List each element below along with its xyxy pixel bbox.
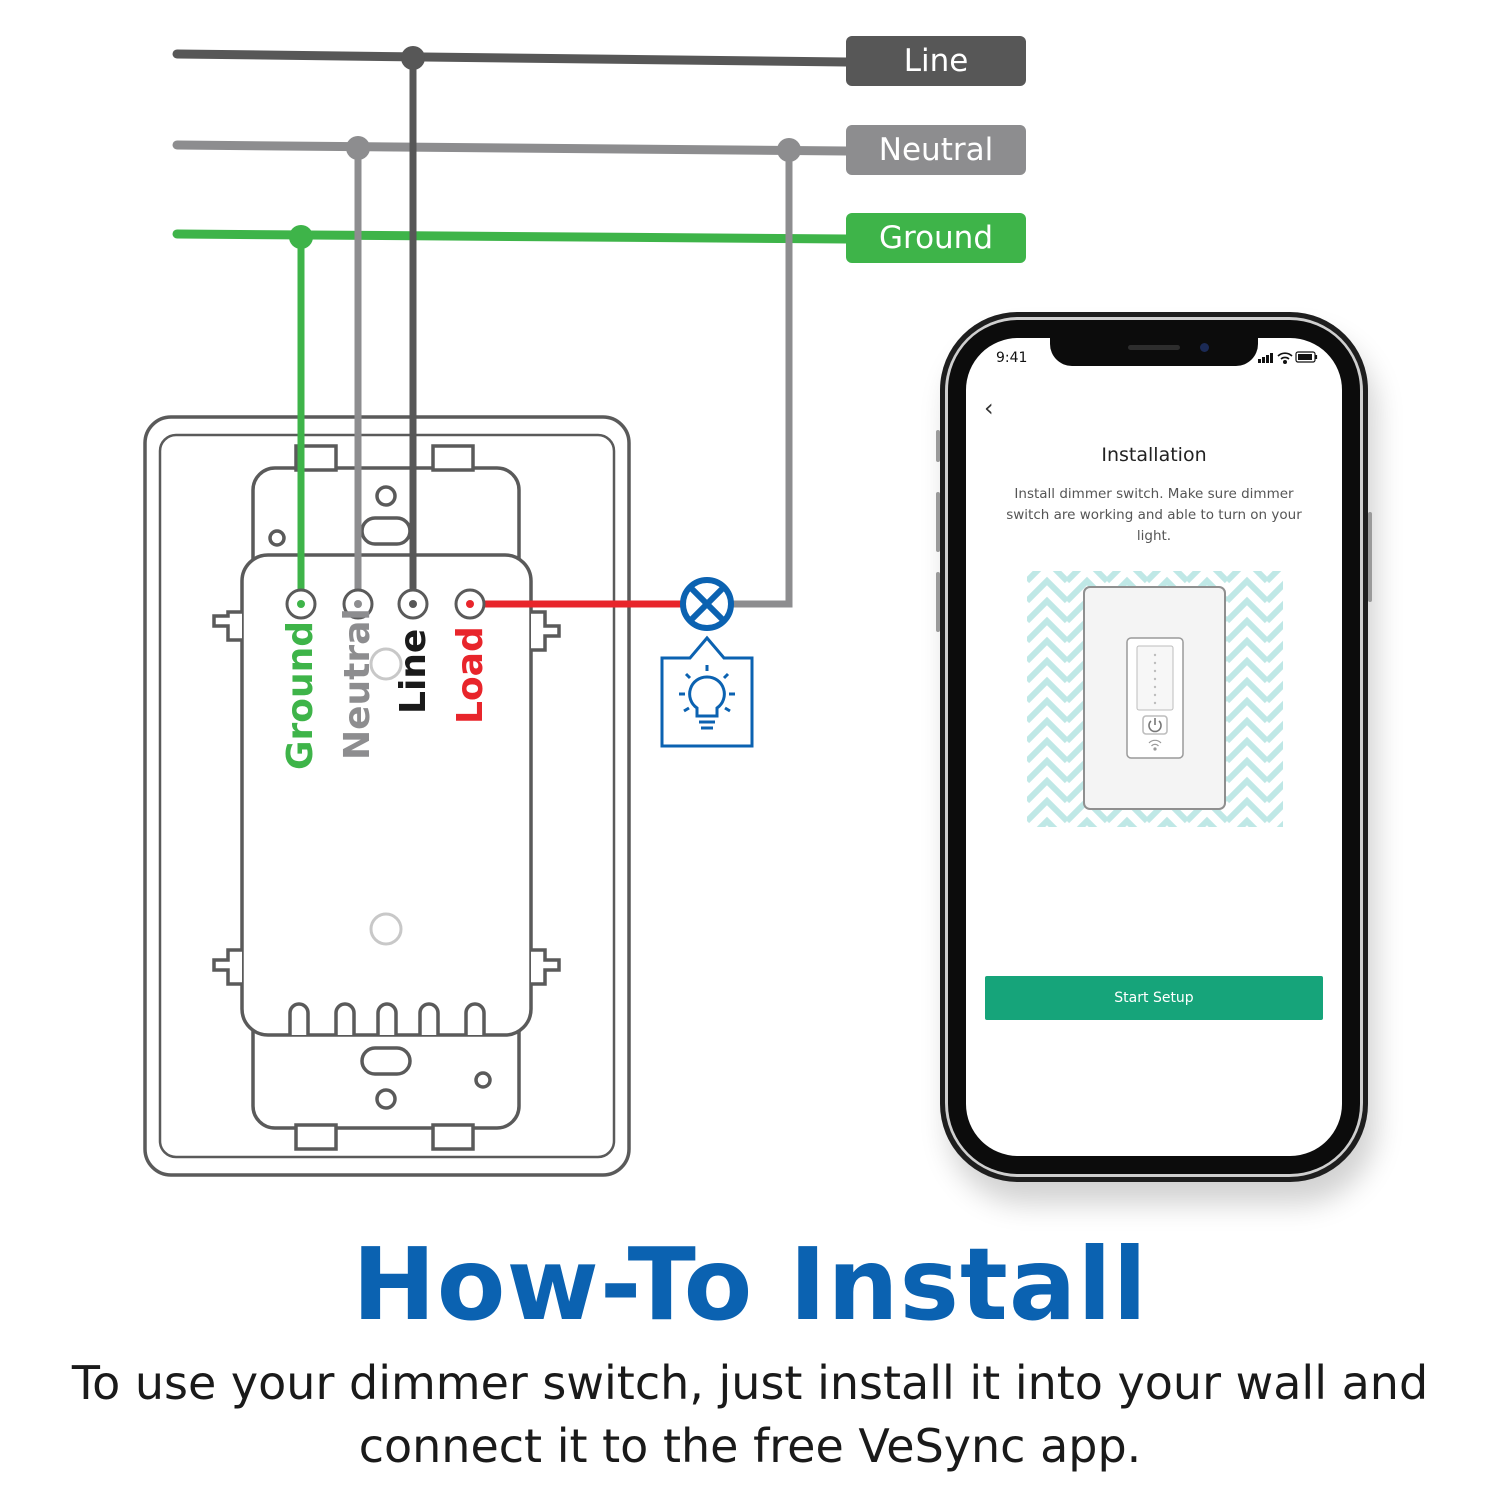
neutral-to-light-wire bbox=[733, 150, 793, 608]
subtitle: To use your dimmer switch, just install … bbox=[71, 1356, 1429, 1473]
switch-body bbox=[212, 553, 561, 1037]
headline: How-To Install bbox=[352, 1226, 1148, 1343]
neutral-tag: Neutral bbox=[846, 125, 1026, 175]
screen-description: Install dimmer switch. Make sure dimmer … bbox=[1006, 486, 1302, 544]
line-tag: Line bbox=[846, 36, 1026, 86]
neutral-junction-dot-2 bbox=[777, 138, 801, 162]
neutral-junction-dot bbox=[346, 136, 370, 160]
dimmer-switch-illustration bbox=[1027, 571, 1283, 827]
ground-junction-dot bbox=[289, 225, 313, 249]
line-terminal-label: Line bbox=[393, 628, 434, 714]
line-wire bbox=[172, 49, 851, 67]
neutral-terminal-label: Neutral bbox=[337, 608, 378, 760]
bulb-icon bbox=[660, 635, 754, 748]
battery-icon bbox=[1295, 351, 1318, 363]
ground-wire bbox=[172, 229, 851, 244]
smartphone: 9:41 ‹ Installation Install dimmer switc… bbox=[936, 312, 1372, 1182]
ground-terminal-label: Ground bbox=[280, 620, 321, 770]
phone-notch bbox=[1050, 338, 1258, 366]
status-icons bbox=[1258, 351, 1318, 365]
wifi-icon bbox=[1277, 352, 1293, 365]
wall-plate bbox=[143, 415, 631, 1177]
screen-title: Installation bbox=[1101, 444, 1207, 466]
chevron-left-icon[interactable]: ‹ bbox=[984, 394, 994, 422]
start-setup-button[interactable]: Start Setup bbox=[985, 976, 1323, 1020]
wifi-icon bbox=[1148, 739, 1162, 751]
line-junction-dot bbox=[401, 46, 425, 70]
neutral-wire bbox=[172, 140, 851, 156]
load-terminal-label: Load bbox=[450, 626, 491, 724]
phone-screen: 9:41 ‹ Installation Install dimmer switc… bbox=[966, 338, 1342, 1156]
junction-cross-icon bbox=[680, 577, 734, 631]
ground-tag: Ground bbox=[846, 213, 1026, 263]
power-icon bbox=[1142, 715, 1168, 735]
signal-icon bbox=[1258, 353, 1273, 363]
status-time: 9:41 bbox=[996, 350, 1028, 366]
